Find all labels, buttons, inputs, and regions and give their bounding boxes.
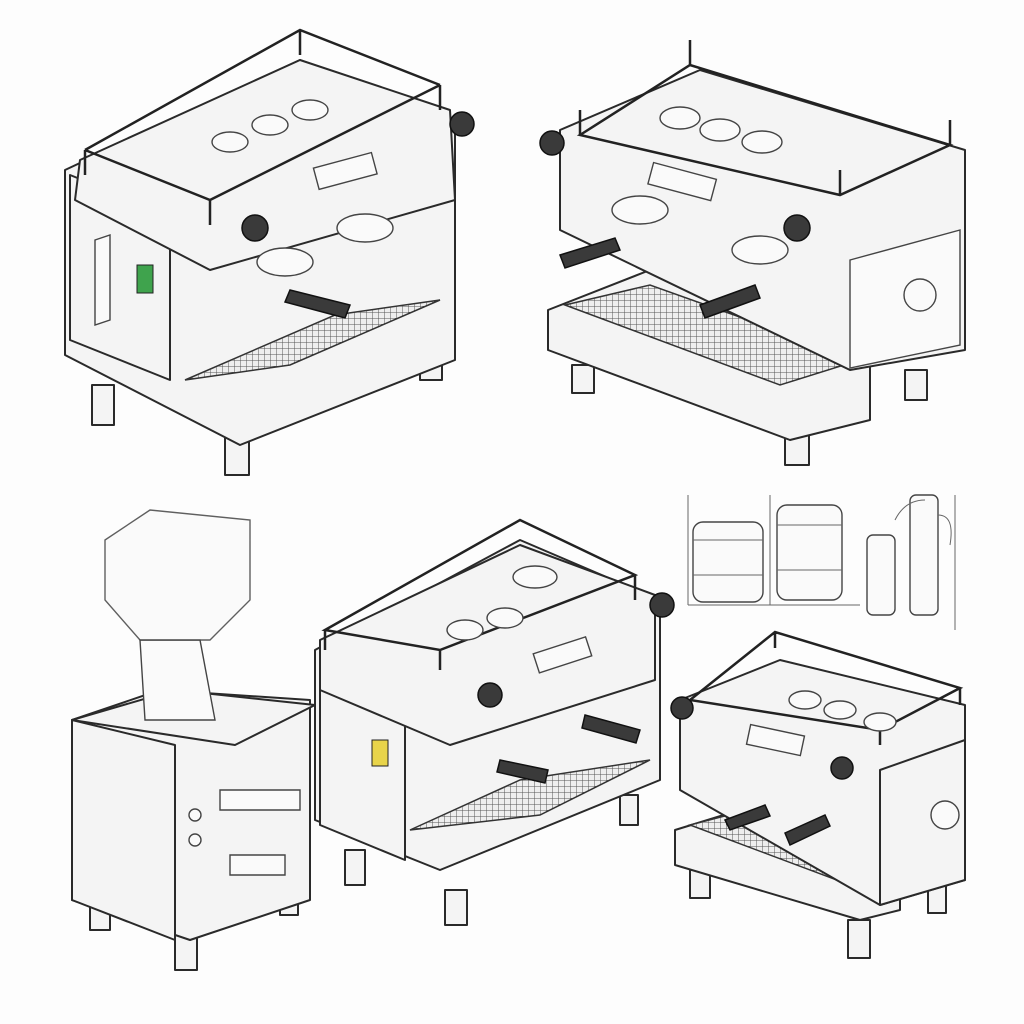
cup-rail — [576, 40, 954, 197]
green-valve-icon — [136, 264, 154, 294]
pump-unit — [909, 494, 939, 616]
coffee-grinder — [71, 509, 316, 971]
espresso-machine-bottom-center — [314, 518, 675, 926]
espresso-machine-top-left — [64, 28, 475, 476]
steam-knob — [783, 214, 811, 242]
display-panel — [532, 635, 593, 674]
steam-knob — [449, 111, 475, 137]
yellow-valve-icon — [371, 739, 389, 767]
portafilter-handle — [496, 759, 549, 784]
steam-knob — [649, 592, 675, 618]
steam-knob — [539, 130, 565, 156]
portafilter-handle — [699, 284, 761, 319]
cup-rail — [83, 28, 442, 225]
portafilter-handle — [559, 237, 622, 269]
display-panel — [312, 151, 378, 191]
espresso-machine-bottom-right — [670, 630, 966, 959]
steam-knob — [477, 682, 503, 708]
portafilter-handle — [283, 289, 352, 319]
portafilter-handle — [784, 814, 831, 847]
pressure-gauge — [930, 800, 960, 830]
steam-knob — [670, 696, 694, 720]
portafilter-handle — [581, 714, 641, 744]
drip-tray — [409, 759, 651, 831]
boiler-component-diagram — [687, 494, 956, 630]
display-panel — [647, 161, 718, 202]
espresso-machine-top-right — [539, 40, 966, 466]
bean-hopper — [104, 509, 251, 641]
cup-rail — [321, 518, 639, 670]
portafilter-handle — [723, 804, 772, 831]
drip-tray — [184, 299, 441, 381]
pressure-gauge — [903, 278, 937, 312]
pump-unit — [866, 534, 896, 616]
boiler-tank — [776, 504, 843, 601]
steam-knob — [241, 214, 269, 242]
steam-knob — [830, 756, 854, 780]
boiler-tank — [692, 521, 764, 603]
side-panel — [879, 739, 966, 906]
display-panel — [745, 723, 806, 757]
